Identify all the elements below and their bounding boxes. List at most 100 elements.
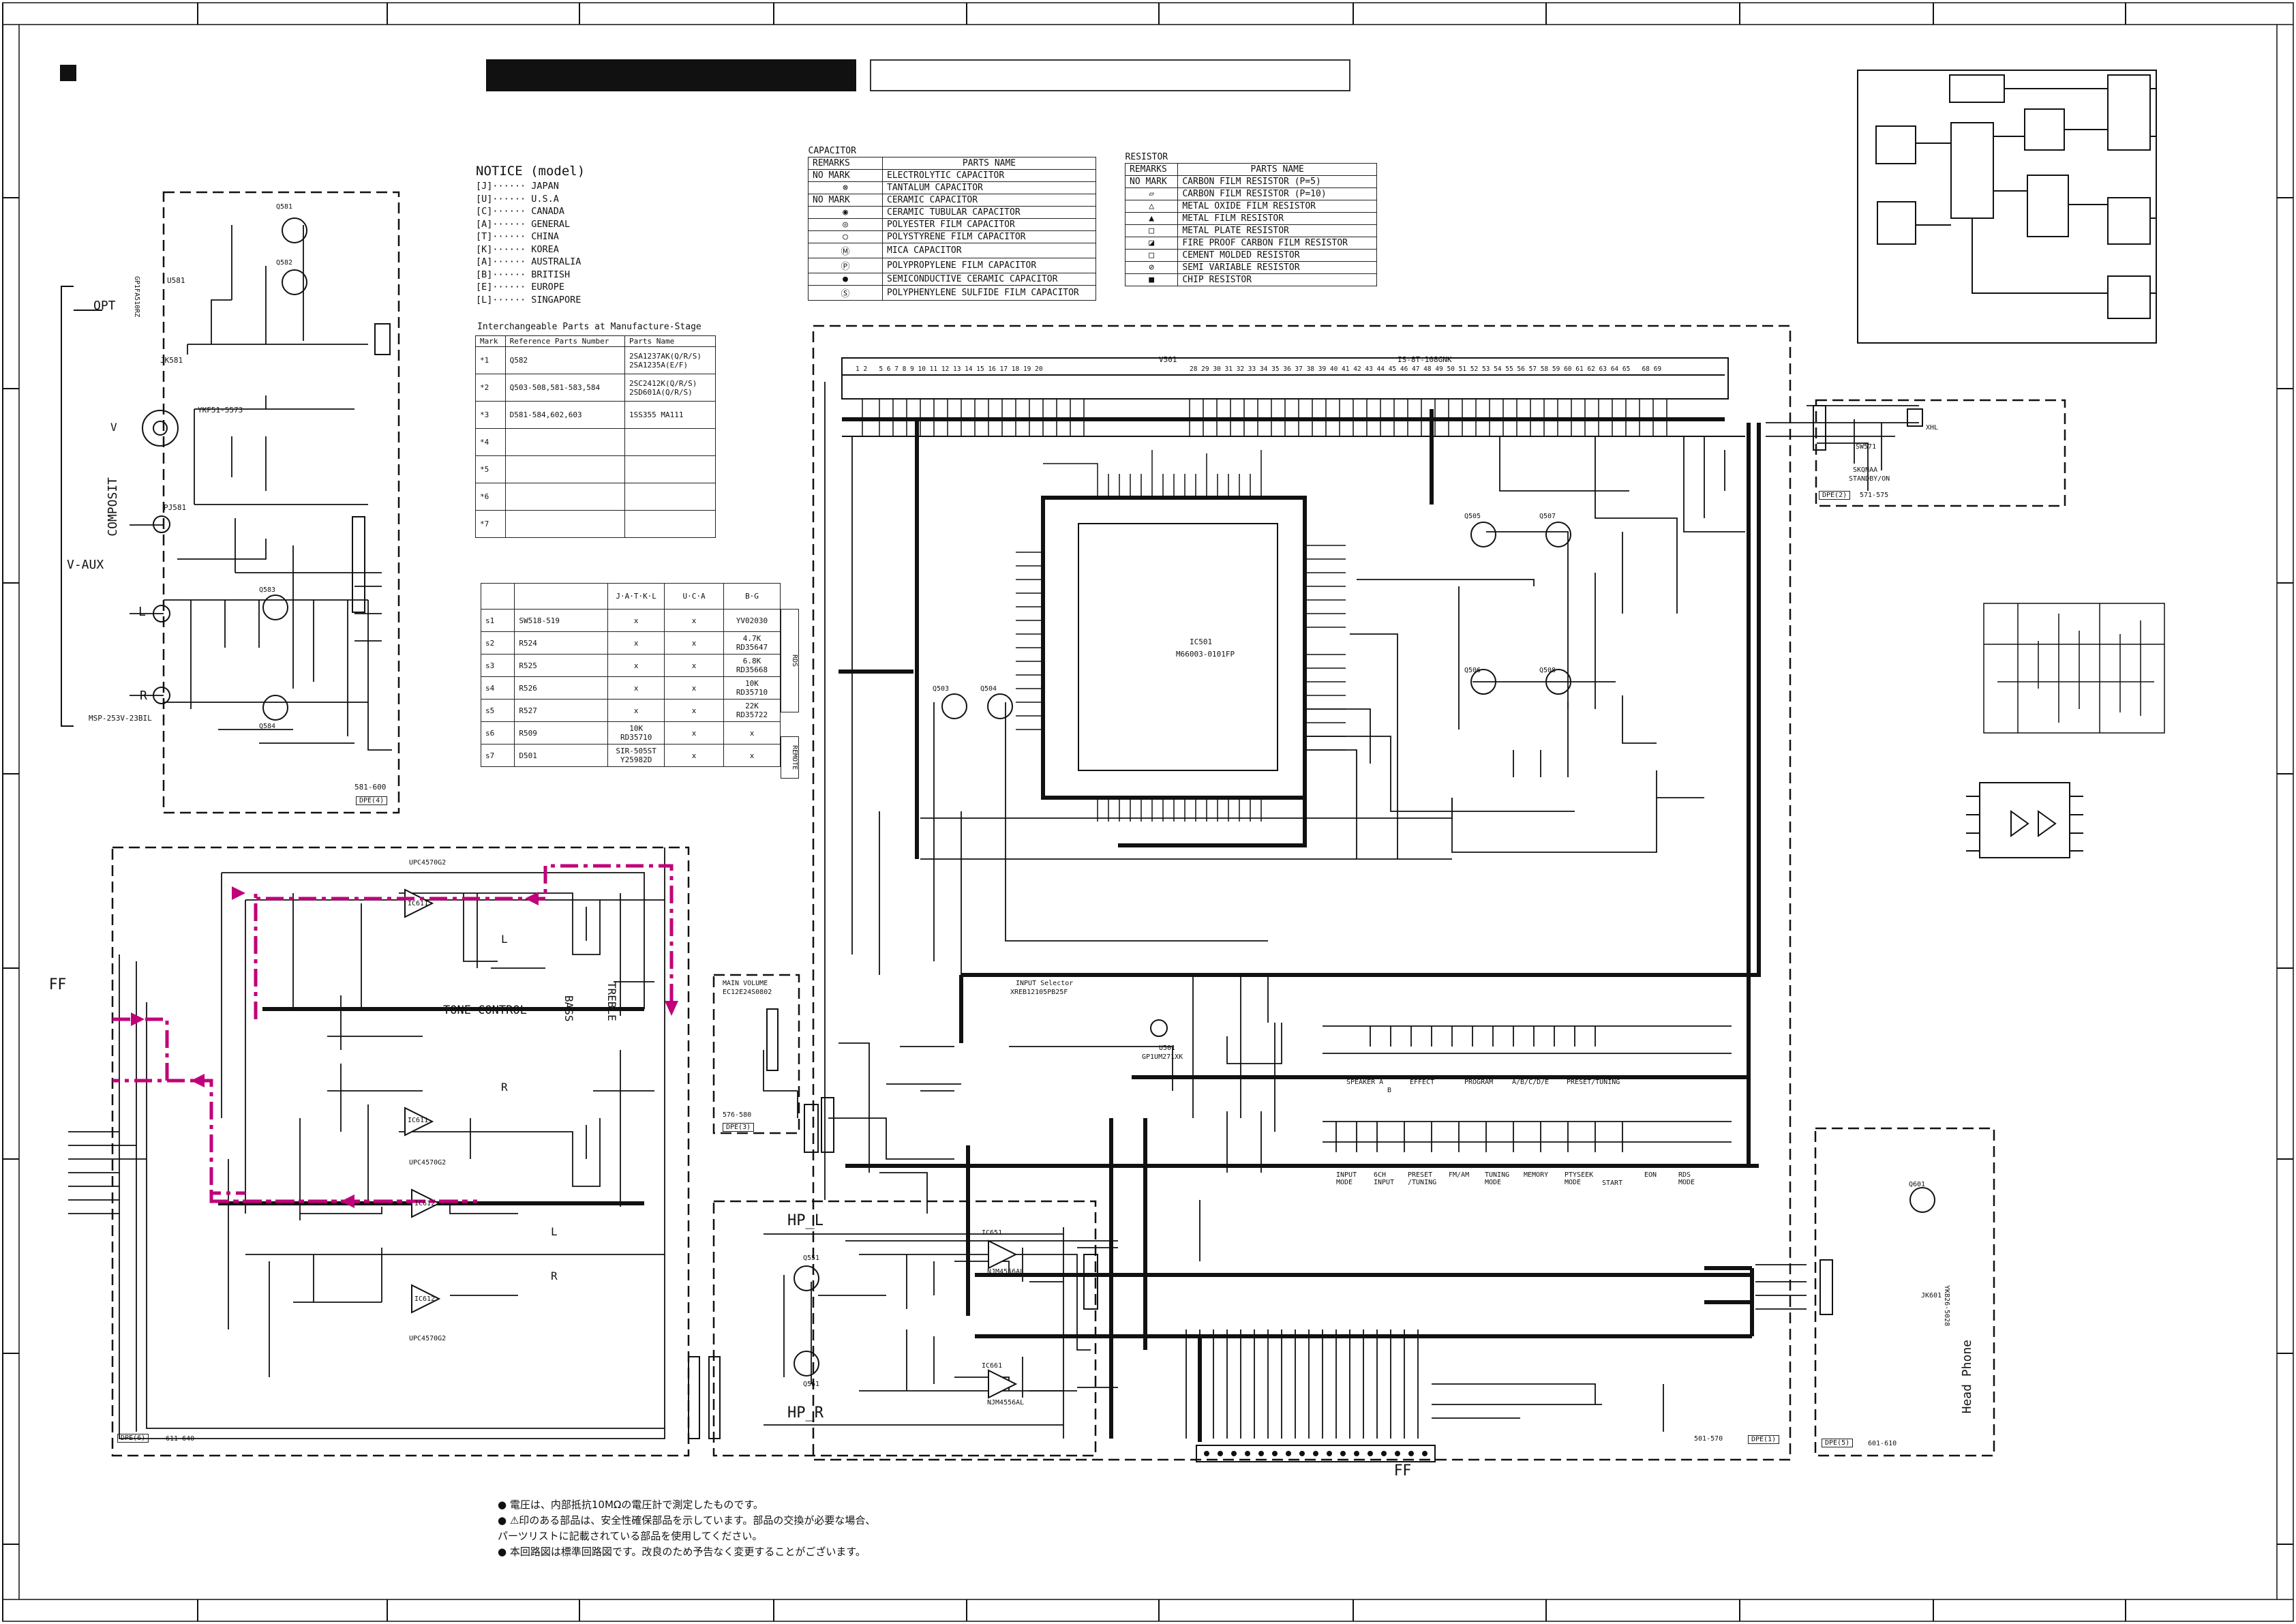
- sw-label-start: START: [1602, 1179, 1623, 1187]
- sw-label-abcde: A/B/C/D/E: [1512, 1079, 1550, 1086]
- table-cell: [504, 483, 626, 511]
- sw571-label: SW571: [1856, 443, 1877, 451]
- upc-label-2: UPC4570G2: [409, 1159, 447, 1167]
- q508-label: Q508: [1539, 667, 1556, 674]
- sw-label-ptyseek: PTYSEEK MODE: [1565, 1171, 1594, 1186]
- u581-part: GP1FA510RZ: [133, 276, 140, 318]
- table-cell: 2SC2412K(Q/R/S) 2SD601A(Q/R/S): [624, 374, 716, 402]
- table-cell: x: [664, 744, 724, 767]
- table-cell: CARBON FILM RESISTOR (P=5): [1177, 175, 1377, 188]
- table-header: [480, 583, 515, 610]
- notice-item: [K]······ KOREA: [476, 243, 559, 255]
- table-cell: SW518-519: [514, 609, 609, 632]
- table-cell: CERAMIC CAPACITOR: [882, 194, 1096, 207]
- r-input-label: R: [140, 689, 147, 703]
- footnotes: ● 電圧は、内部抵抗10MΩの電圧計で測定したものです。 ● ⚠印のある部品は、…: [498, 1497, 875, 1560]
- title-bar: [486, 59, 856, 91]
- table-cell: *1: [475, 346, 506, 374]
- table-cell: x: [664, 676, 724, 700]
- table-cell: [624, 510, 716, 538]
- table-cell: x: [664, 699, 724, 722]
- njm-label-1: NJM4556AL: [987, 1268, 1025, 1276]
- input-selector-label: INPUT Selector: [1016, 980, 1074, 987]
- q582-label: Q582: [276, 259, 293, 267]
- ic612-label: IC612: [414, 1200, 436, 1207]
- table-cell: ⊘: [1124, 261, 1179, 274]
- footnote: パーツリストに記載されている部品を使用してください。: [498, 1530, 763, 1542]
- u501-label: U501: [1159, 1044, 1176, 1052]
- table-cell: *3: [475, 401, 506, 429]
- table-cell: s6: [480, 721, 515, 745]
- dpe2-tag: DPE(2): [1819, 491, 1851, 500]
- pj581-part: MSP-253V-23BIL: [89, 714, 152, 723]
- table-cell: □: [1124, 224, 1179, 237]
- table-cell: NO MARK: [1124, 175, 1179, 188]
- capacitor-table-title: CAPACITOR: [808, 146, 856, 156]
- table-cell: *7: [475, 510, 506, 538]
- table-cell: s5: [480, 699, 515, 722]
- table-cell: x: [723, 721, 781, 745]
- table-cell: s7: [480, 744, 515, 767]
- table-cell: x: [607, 609, 665, 632]
- table-cell: 22K RD35722: [723, 699, 781, 722]
- table-cell: D501: [514, 744, 609, 767]
- footnote: ● ⚠印のある部品は、安全性確保部品を示しています。部品の交換が必要な場合、: [498, 1514, 876, 1527]
- standby-label: STANDBY/ON: [1849, 475, 1890, 483]
- table-cell: POLYPROPYLENE FILM CAPACITOR: [882, 258, 1096, 273]
- table-header: Mark: [475, 335, 506, 347]
- q601-label: Q601: [1909, 1181, 1926, 1188]
- q581-label: Q581: [276, 203, 293, 211]
- v-aux-label: V-AUX: [67, 558, 104, 572]
- notice-item: [U]······ U.S.A: [476, 193, 559, 205]
- table-cell: [624, 483, 716, 511]
- table-cell: x: [723, 744, 781, 767]
- table-cell: SIR-505ST Y25982D: [607, 744, 665, 767]
- table-cell: SEMICONDUCTIVE CERAMIC CAPACITOR: [882, 273, 1096, 286]
- table-cell: ■: [1124, 273, 1179, 286]
- table-cell: YV02030: [723, 609, 781, 632]
- main-volume-part: EC12E24S0802: [723, 989, 772, 996]
- ic611-label-b: IC611: [408, 1117, 429, 1124]
- table-header: REMARKS: [1124, 163, 1179, 176]
- table-header: Parts Name: [624, 335, 716, 347]
- table-cell: ⊗: [808, 181, 883, 194]
- footnote: ● 電圧は、内部抵抗10MΩの電圧計で測定したものです。: [498, 1499, 764, 1511]
- table-cell: FIRE PROOF CARBON FILM RESISTOR: [1177, 237, 1377, 250]
- v501-pins-left: 1 2 5 6 7 8 9 10 11 12 13 14 15 16 17 18…: [856, 365, 1043, 373]
- table-cell: R524: [514, 631, 609, 655]
- table-cell: x: [607, 676, 665, 700]
- table-cell: x: [607, 699, 665, 722]
- table-cell: CARBON FILM RESISTOR (P=10): [1177, 187, 1377, 200]
- jk581-label: JK581: [160, 356, 183, 365]
- sw-label-input-mode: INPUT MODE: [1336, 1171, 1357, 1186]
- out-l-label: L: [551, 1225, 558, 1238]
- table-cell: POLYPHENYLENE SULFIDE FILM CAPACITOR: [882, 285, 1096, 301]
- ic611-label: IC611: [408, 900, 429, 907]
- sw-label-rds-mode: RDS MODE: [1678, 1171, 1695, 1186]
- range-571-575: 571-575: [1860, 492, 1889, 499]
- table-cell: ◪: [1124, 237, 1179, 250]
- sw-label-memory: MEMORY: [1524, 1171, 1549, 1179]
- table-header: PARTS NAME: [1177, 163, 1377, 176]
- table-cell: *2: [475, 374, 506, 402]
- table-cell: 2SA1237AK(Q/R/S) 2SA1235A(E/F): [624, 346, 716, 374]
- title-box: [870, 59, 1350, 91]
- table-cell: ◉: [808, 206, 883, 219]
- sw-label-tuning-mode: TUNING MODE: [1485, 1171, 1510, 1186]
- q505-label: Q505: [1464, 513, 1481, 520]
- table-cell: 10K RD35710: [607, 721, 665, 745]
- bass-label: BASS: [562, 995, 575, 1022]
- table-cell: 6.8K RD35668: [723, 654, 781, 677]
- table-header: PARTS NAME: [882, 157, 1096, 170]
- footnote: ● 本回路図は標準回路図です。改良のため予告なく変更することがございます。: [498, 1546, 866, 1558]
- sw571-part: SKQNAA: [1853, 466, 1878, 474]
- sw-label-fmam: FM/AM: [1449, 1171, 1470, 1179]
- table-cell: NO MARK: [808, 194, 883, 207]
- notice-list: [J]······ JAPAN [U]······ U.S.A [C]·····…: [476, 180, 581, 306]
- head-phone-label: Head Phone: [1960, 1340, 1974, 1414]
- table-header: J·A·T·K·L: [607, 583, 665, 610]
- table-cell: [504, 428, 626, 456]
- v501-label: V501: [1159, 355, 1177, 364]
